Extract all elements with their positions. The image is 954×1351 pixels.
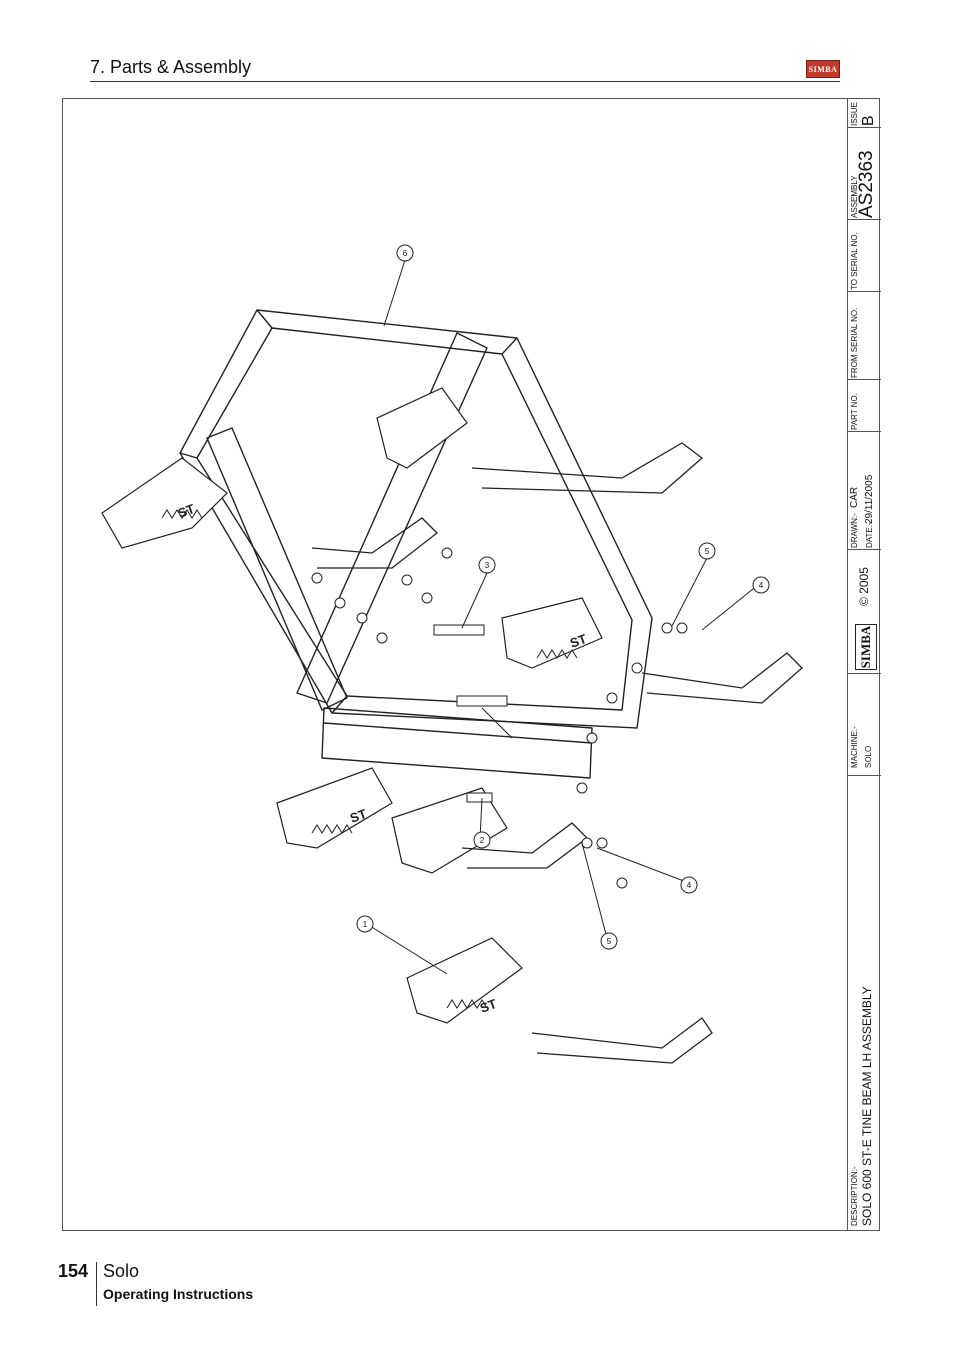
simba-logo: SIMBA	[855, 624, 877, 670]
balloon-label: 6	[403, 249, 408, 258]
page-number: 154	[58, 1261, 89, 1281]
drawing-frame	[62, 98, 880, 1231]
issue-value: B	[860, 115, 877, 126]
part-no-label: PART NO.	[850, 393, 859, 430]
st-stamp: ST	[348, 806, 369, 826]
from-serial-cell: FROM SERIAL NO.	[848, 292, 881, 380]
drawn-date-cell: DRAWN:- CAR DATE:- 29/11/2005	[848, 432, 881, 550]
drawn-value: CAR	[849, 486, 860, 508]
machine-value: SOLO	[864, 745, 873, 768]
header-divider	[90, 81, 840, 82]
description-value: SOLO 600 ST-E TINE BEAM LH ASSEMBLY	[860, 986, 874, 1226]
assembly-number: AS2363	[856, 150, 877, 218]
machine-cell: MACHINE:- SOLO	[848, 674, 881, 776]
simba-logo: SIMBA	[806, 60, 840, 78]
balloon-label: 5	[607, 937, 612, 946]
drawn-label: DRAWN:-	[850, 513, 859, 548]
st-stamp: ST	[478, 996, 499, 1016]
st-stamp: ST	[568, 631, 589, 651]
issue-cell: ISSUE B	[848, 98, 881, 128]
copyright: © 2005	[857, 567, 871, 606]
product-name: Solo	[103, 1261, 140, 1281]
document-subtitle: Operating Instructions	[103, 1286, 254, 1302]
balloon-label: 1	[363, 920, 368, 929]
to-serial-label: TO SERIAL NO.	[850, 232, 859, 290]
description-cell: DESCRIPTION:- SOLO 600 ST-E TINE BEAM LH…	[848, 776, 881, 1231]
assembly-drawing: 1 2 3 4 4 5 5 6 ST ST ST ST	[101, 244, 803, 1064]
footer-divider	[96, 1262, 97, 1306]
from-serial-label: FROM SERIAL NO.	[850, 307, 859, 378]
balloon-label: 4	[687, 881, 692, 890]
balloon-label: 4	[759, 581, 764, 590]
logo-cell: © 2005 SIMBA	[848, 550, 881, 674]
balloon-label: 2	[480, 836, 485, 845]
assembly-cell: ASSEMBLY AS2363	[848, 128, 881, 220]
to-serial-cell: TO SERIAL NO.	[848, 220, 881, 292]
balloon-label: 5	[705, 547, 710, 556]
section-title: 7. Parts & Assembly	[90, 57, 252, 77]
balloon-label: 3	[485, 561, 490, 570]
date-label: DATE:-	[865, 522, 874, 548]
machine-label: MACHINE:-	[850, 726, 859, 768]
description-label: DESCRIPTION:-	[850, 1166, 859, 1226]
title-block: ISSUE B ASSEMBLY AS2363 TO SERIAL NO. FR…	[847, 98, 881, 1231]
st-stamp: ST	[176, 501, 197, 521]
date-value: 29/11/2005	[864, 474, 875, 524]
part-no-cell: PART NO.	[848, 380, 881, 432]
issue-label: ISSUE	[850, 101, 859, 126]
